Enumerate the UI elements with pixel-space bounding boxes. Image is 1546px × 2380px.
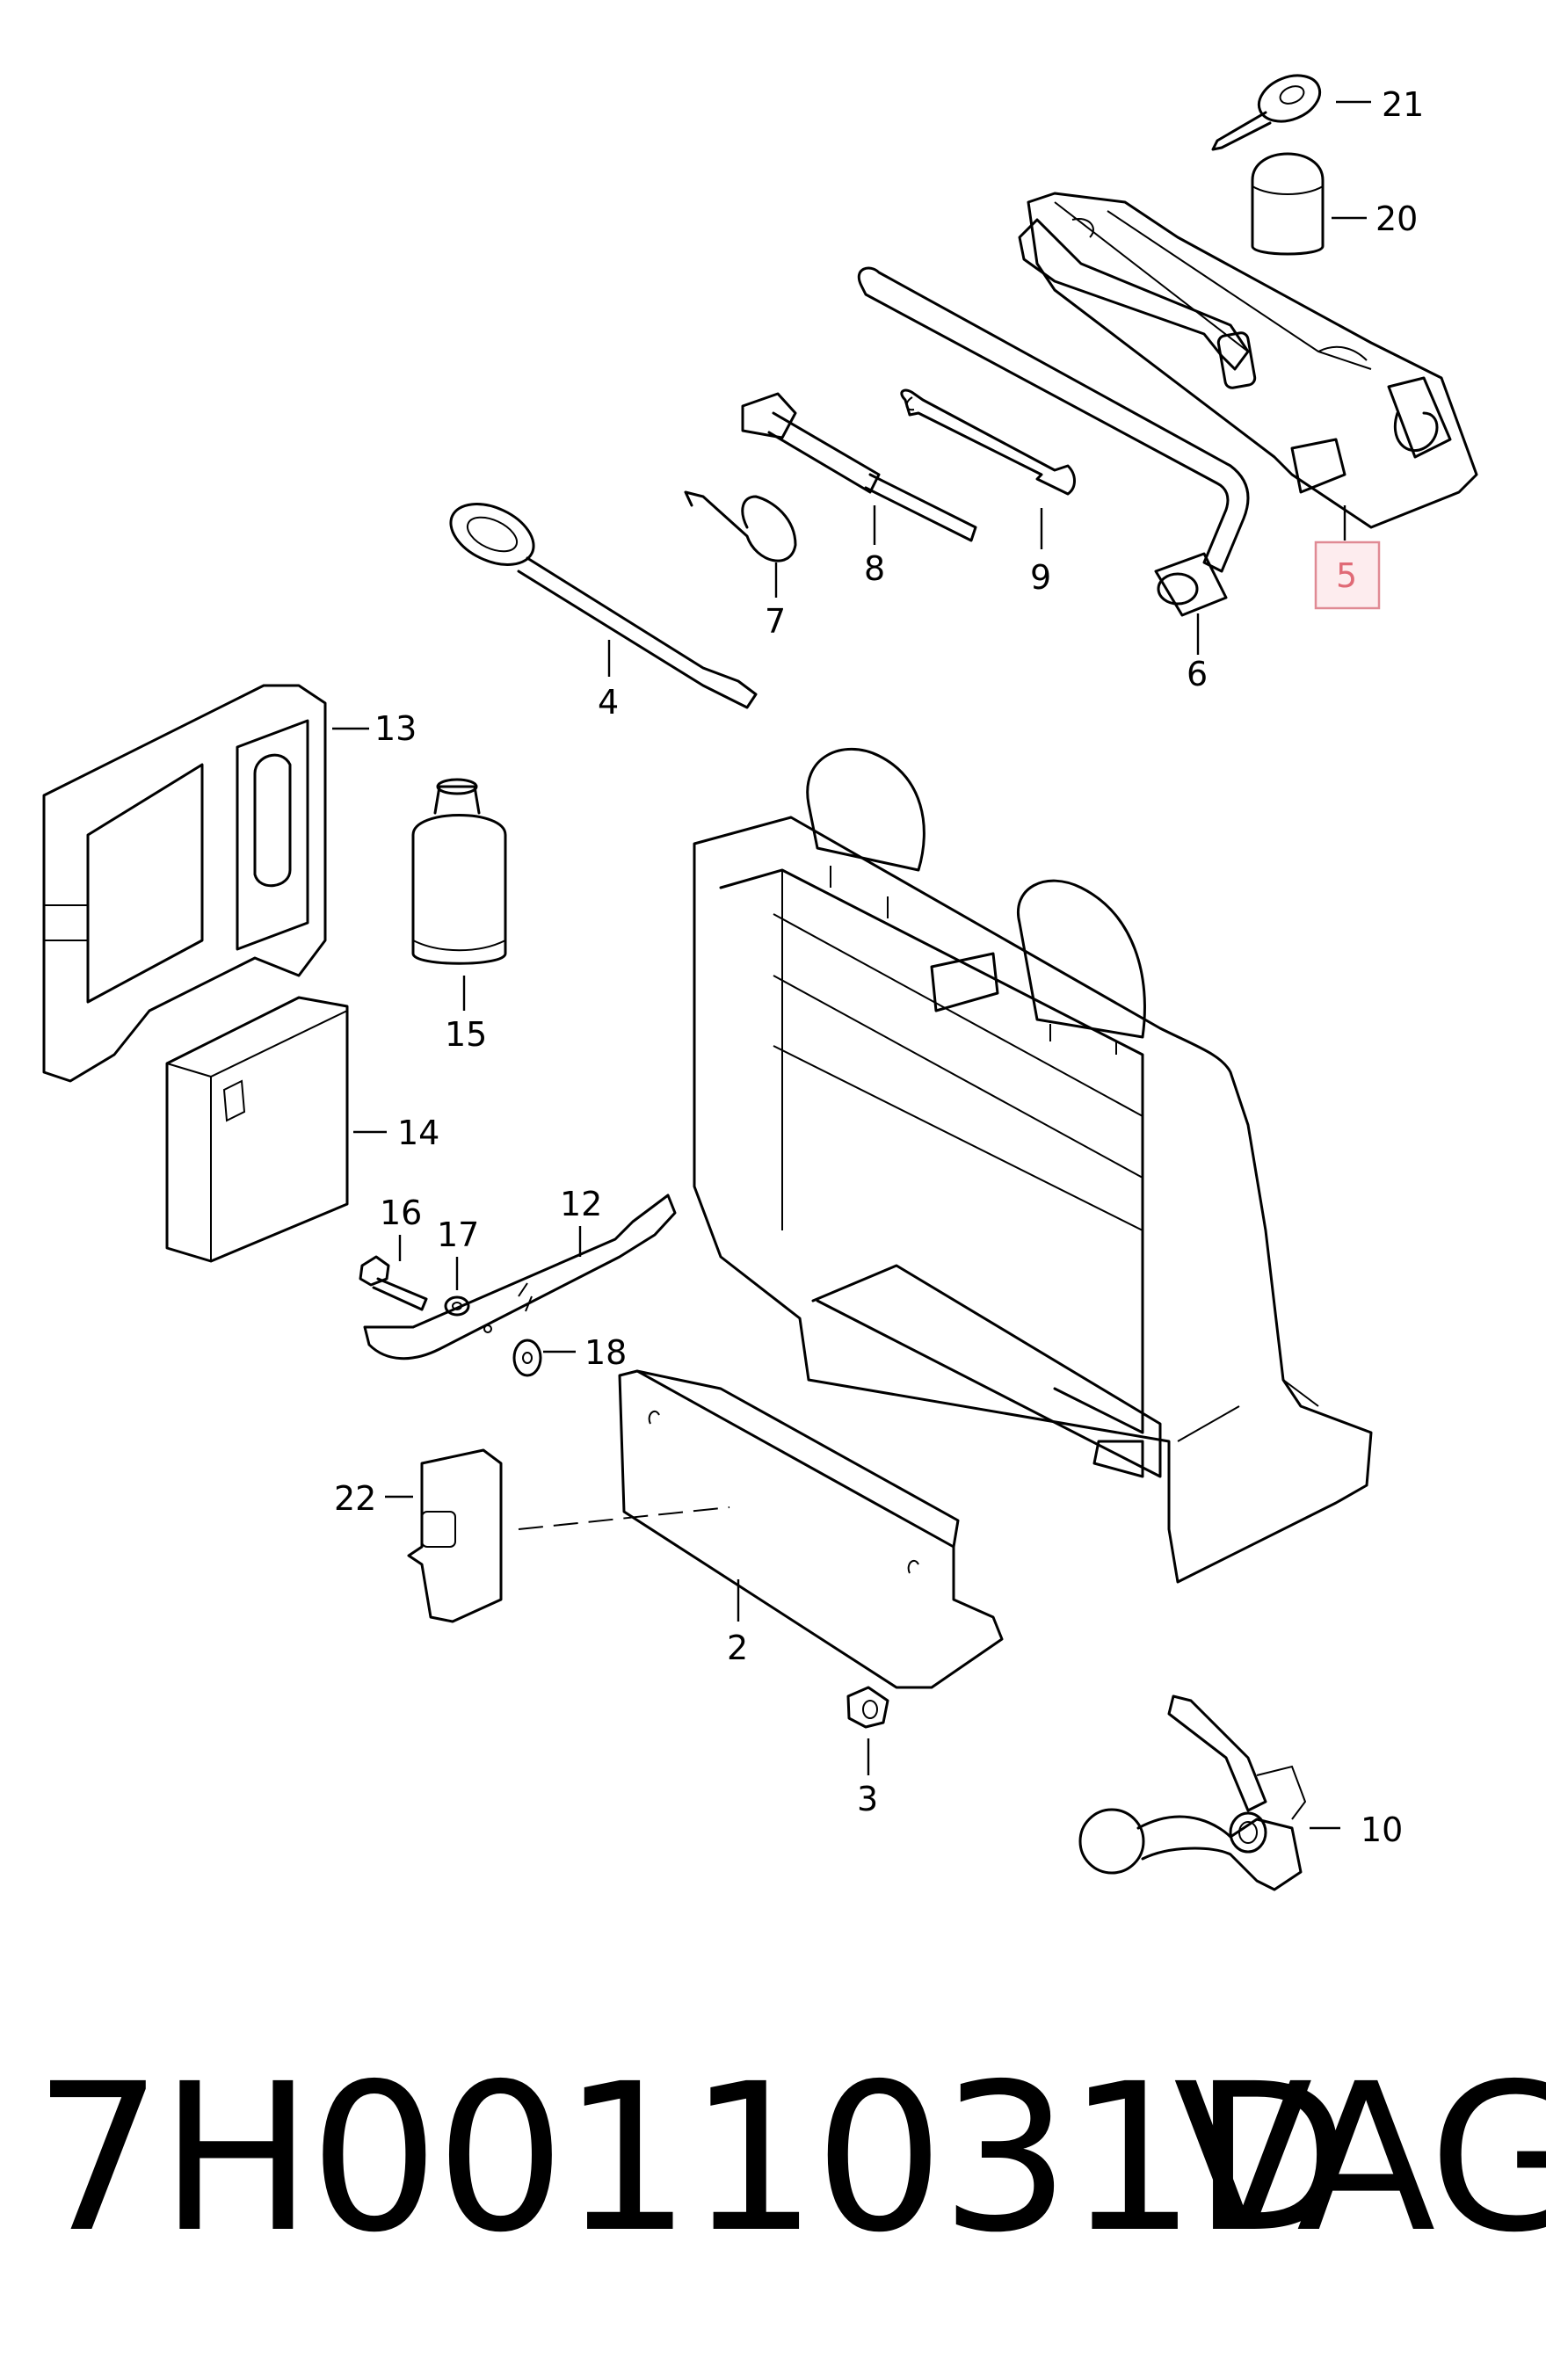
cover-panel-part xyxy=(618,1369,1004,1689)
callout-16: 16 xyxy=(380,1194,422,1232)
callout-5-highlight xyxy=(1314,541,1381,610)
callout-17: 17 xyxy=(437,1215,479,1254)
bolt-part xyxy=(359,1255,428,1311)
callout-18: 18 xyxy=(584,1333,627,1372)
callout-6: 6 xyxy=(1187,655,1208,693)
rear-bench-seat xyxy=(693,747,1373,1584)
callout-22: 22 xyxy=(334,1479,376,1518)
foam-tray-part xyxy=(42,684,327,1083)
bottle-part xyxy=(411,778,507,965)
callout-7: 7 xyxy=(765,602,786,641)
storage-box-part xyxy=(165,996,349,1263)
tow-hitch-part xyxy=(1078,1694,1307,1891)
callout-12: 12 xyxy=(560,1185,602,1223)
washer-large-part xyxy=(512,1339,542,1377)
callout-10: 10 xyxy=(1361,1810,1403,1849)
part-number: 7H0011031D xyxy=(33,2040,1350,2277)
callout-15: 15 xyxy=(445,1015,487,1054)
cap-part xyxy=(1251,152,1325,256)
key-part xyxy=(1211,74,1322,151)
callout-20: 20 xyxy=(1375,200,1418,238)
spanner-part xyxy=(900,388,1076,496)
brand-name: VAG xyxy=(1173,2040,1546,2277)
callout-8: 8 xyxy=(864,549,885,588)
nut-part xyxy=(846,1686,889,1729)
bracket-strip-part xyxy=(363,1194,677,1361)
latch-part xyxy=(407,1448,503,1623)
wheel-brace-part xyxy=(858,266,1250,617)
spring-clip-part xyxy=(684,490,797,562)
screwdriver-part xyxy=(741,392,977,542)
car-jack-part xyxy=(1018,192,1478,529)
callout-9: 9 xyxy=(1030,558,1051,597)
callout-3: 3 xyxy=(857,1780,878,1818)
towing-eye-part xyxy=(449,503,758,709)
callout-2: 2 xyxy=(727,1629,748,1667)
callout-14: 14 xyxy=(397,1114,439,1152)
callout-21: 21 xyxy=(1382,85,1424,124)
callout-13: 13 xyxy=(374,709,417,748)
callout-5: 5 xyxy=(1336,556,1357,595)
callout-4: 4 xyxy=(598,683,619,722)
